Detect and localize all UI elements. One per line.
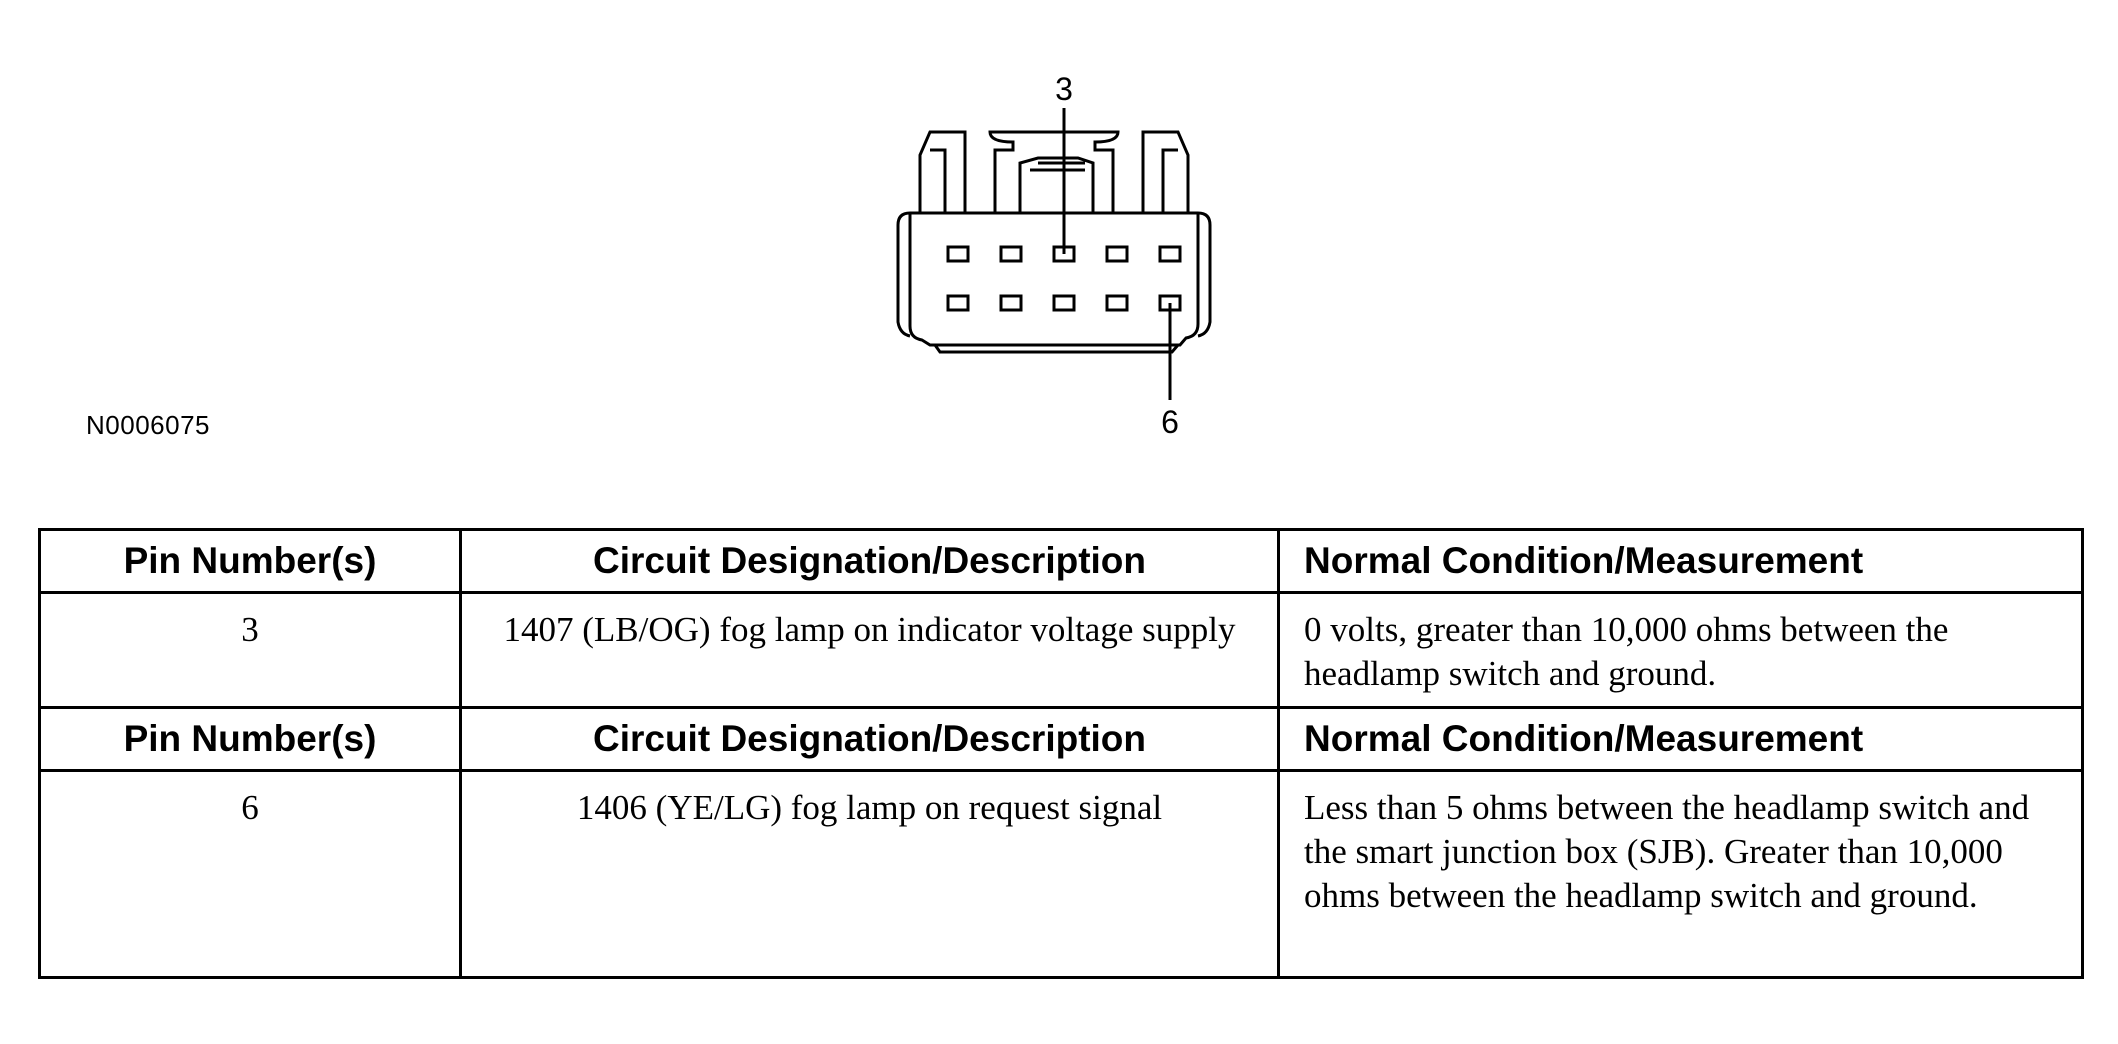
pin-number-cell: 6: [38, 769, 462, 979]
pin-cavity: [946, 294, 970, 312]
pin-cavity: [999, 294, 1023, 312]
pin-table: Pin Number(s) Circuit Designation/Descri…: [38, 528, 2084, 979]
connector-body: [896, 130, 1212, 354]
pin-3-label: 3: [1055, 71, 1073, 107]
pin-cavity: [1158, 245, 1182, 263]
pin-cavities-top-row: [946, 245, 1182, 263]
pin-cavity: [1105, 245, 1129, 263]
header-circuit-designation: Circuit Designation/Description: [459, 706, 1280, 772]
circuit-description-cell: 1406 (YE/LG) fog lamp on request signal: [459, 769, 1280, 979]
pin-number-cell: 3: [38, 591, 462, 709]
circuit-description-cell: 1407 (LB/OG) fog lamp on indicator volta…: [459, 591, 1280, 709]
pin-6-label: 6: [1161, 404, 1179, 440]
header-normal-condition: Normal Condition/Measurement: [1277, 706, 2084, 772]
figure-id: N0006075: [86, 410, 210, 440]
header-pin-numbers: Pin Number(s): [38, 528, 462, 594]
pin-cavities-bottom-row: [946, 294, 1182, 312]
measurement-cell: Less than 5 ohms between the headlamp sw…: [1277, 769, 2084, 979]
table-header-row: Pin Number(s) Circuit Designation/Descri…: [38, 528, 2084, 594]
header-circuit-designation: Circuit Designation/Description: [459, 528, 1280, 594]
connector-diagram: 3 6: [896, 71, 1212, 440]
table-header-row: Pin Number(s) Circuit Designation/Descri…: [38, 706, 2084, 772]
table-row: 3 1407 (LB/OG) fog lamp on indicator vol…: [38, 591, 2084, 709]
pin-cavity: [999, 245, 1023, 263]
table-row: 6 1406 (YE/LG) fog lamp on request signa…: [38, 769, 2084, 979]
measurement-cell: 0 volts, greater than 10,000 ohms betwee…: [1277, 591, 2084, 709]
pin-cavity: [946, 245, 970, 263]
header-pin-numbers: Pin Number(s): [38, 706, 462, 772]
header-normal-condition: Normal Condition/Measurement: [1277, 528, 2084, 594]
pin-cavity: [1052, 294, 1076, 312]
pin-cavity: [1105, 294, 1129, 312]
